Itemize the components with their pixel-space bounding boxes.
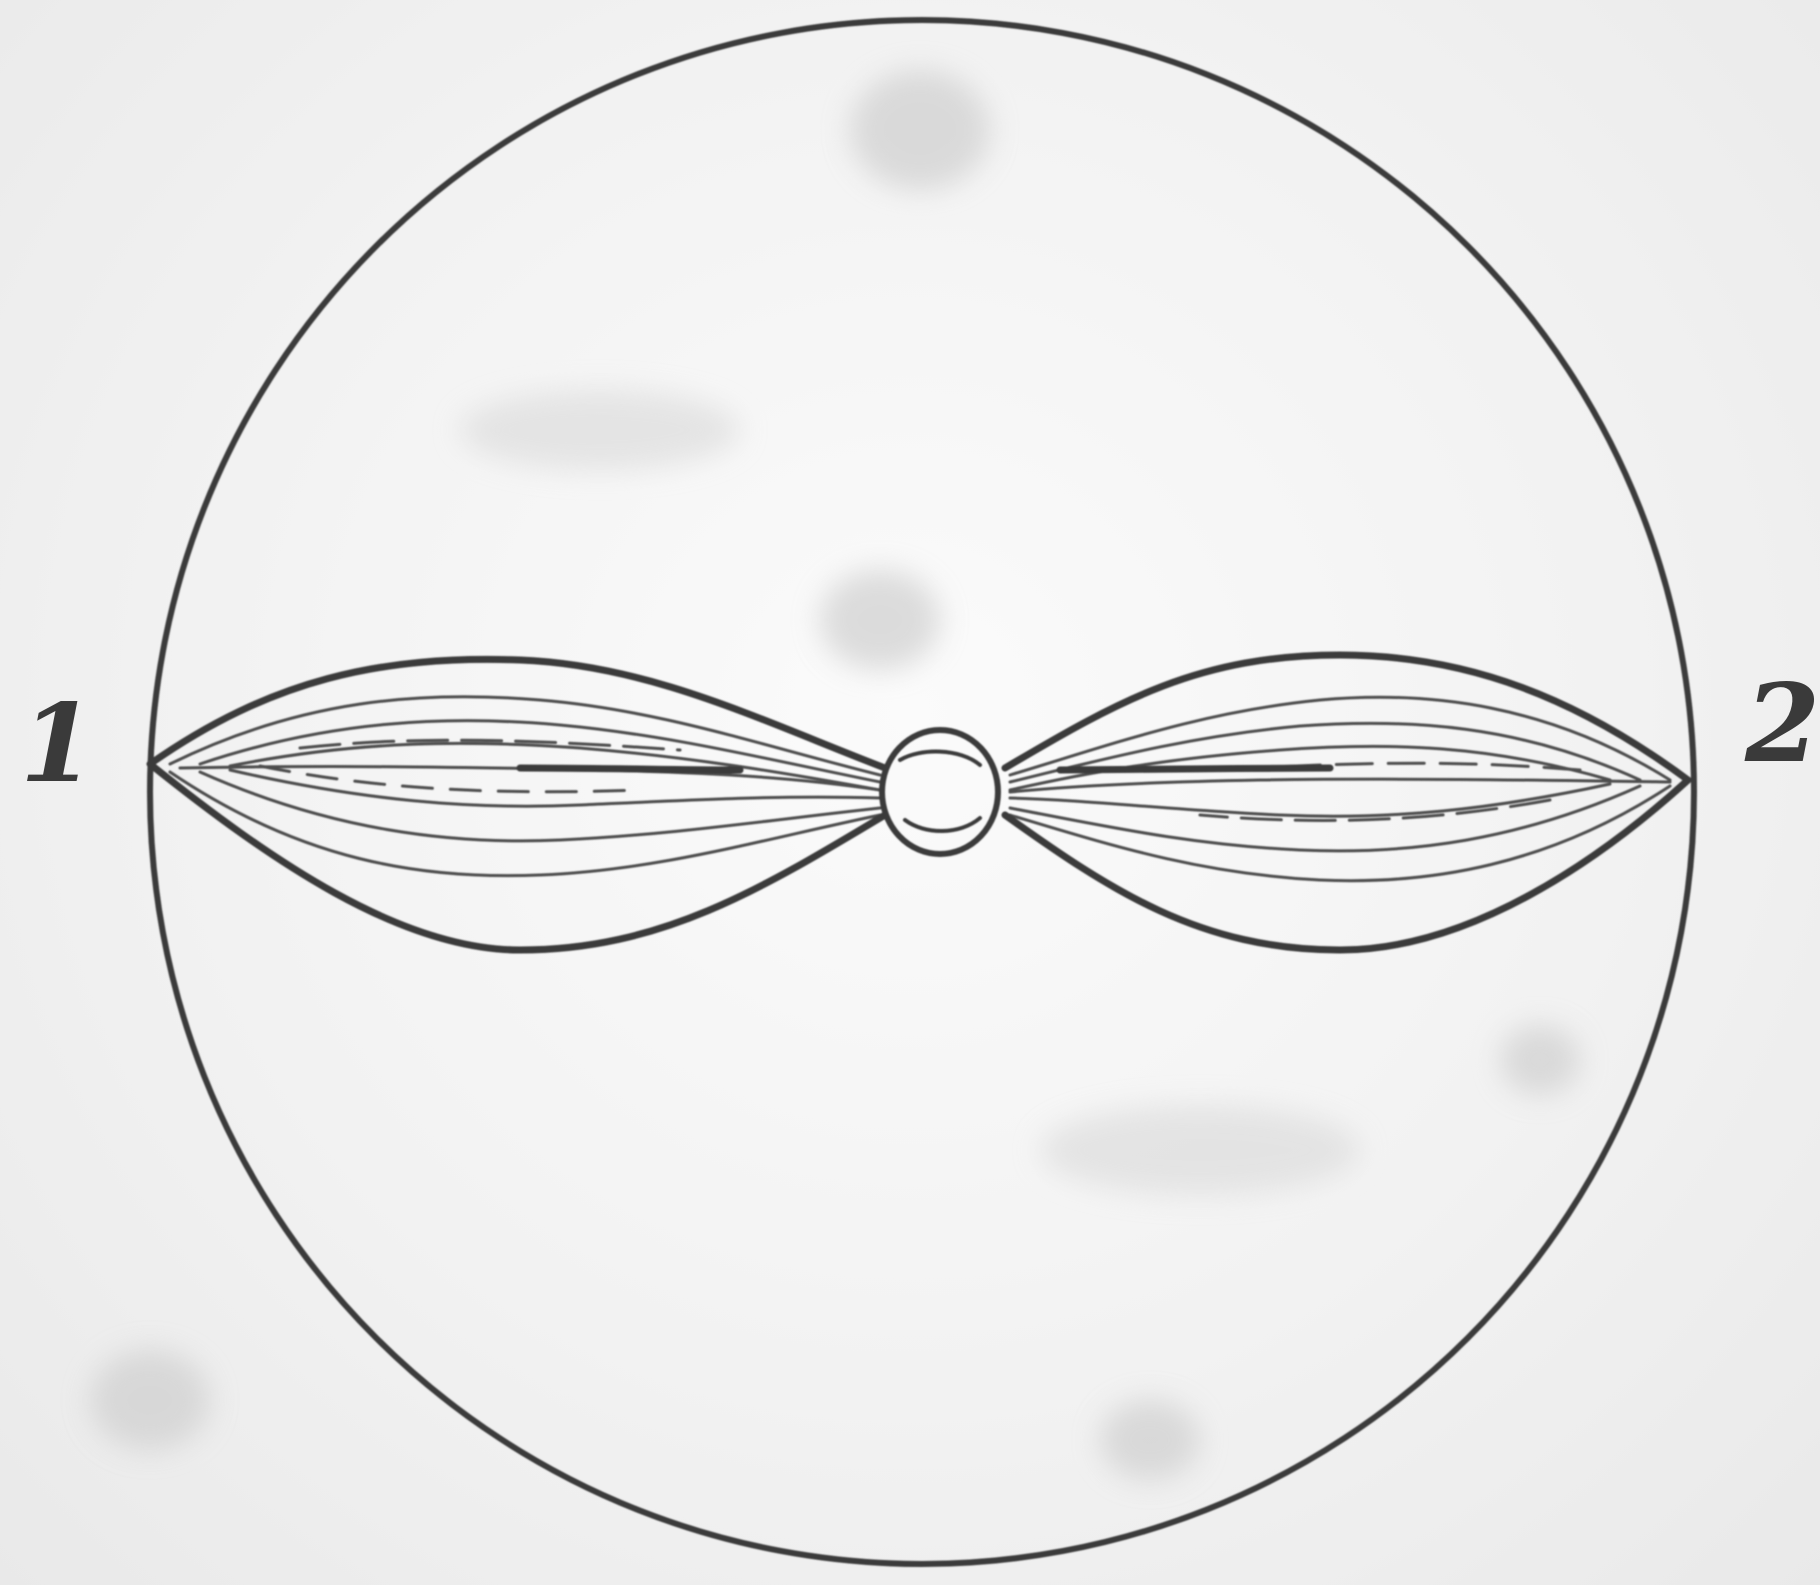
pole-label-right: 2: [1745, 670, 1820, 778]
central-body: [882, 730, 998, 854]
pole-label-left: 1: [20, 690, 95, 798]
cell-outline: [150, 20, 1694, 1564]
right-spindle-axis: [1060, 768, 1330, 770]
right-spindle-fibres: [1010, 697, 1670, 880]
central-body-shading: [900, 752, 980, 831]
left-spindle-axis: [520, 768, 740, 770]
